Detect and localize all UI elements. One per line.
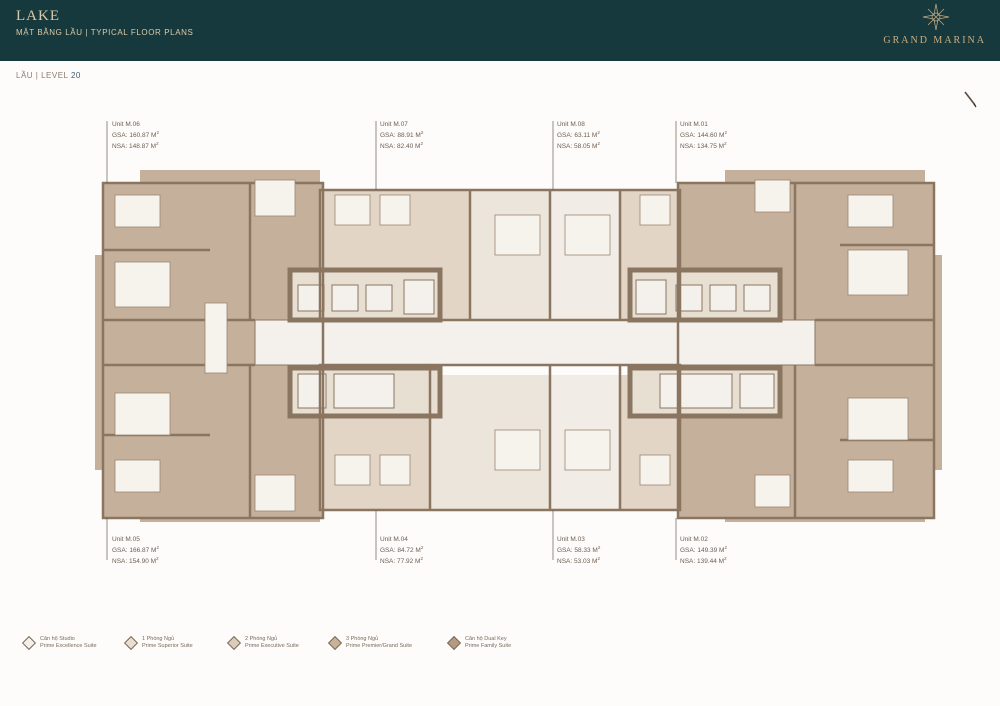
unit-gsa: GSA: 84.72 M — [380, 547, 421, 555]
legend-vi: 1 Phòng Ngủ — [142, 636, 175, 642]
floor-plan-subtitle: MẶT BẰNG LẦU | TYPICAL FLOOR PLANS — [16, 28, 194, 37]
unit-leader-lines — [106, 121, 677, 560]
unit-name: Unit M.05 — [112, 536, 140, 543]
unit-label-m03: Unit M.03 GSA: 58.33 M2 NSA: 53.03 M2 — [557, 536, 601, 566]
unit-name: Unit M.07 — [380, 121, 408, 128]
legend-vi: Căn hộ Studio — [40, 636, 75, 642]
legend-swatch — [446, 635, 462, 651]
unit-name: Unit M.08 — [557, 121, 585, 128]
unit-gsa: GSA: 160.87 M — [112, 132, 157, 140]
unit-label-m04: Unit M.04 GSA: 84.72 M2 NSA: 77.92 M2 — [380, 536, 424, 566]
interior-walls — [101, 181, 936, 520]
unit-nsa: NSA: 148.87 M — [112, 143, 157, 151]
unit-label-m07: Unit M.07 GSA: 88.91 M2 NSA: 82.40 M2 — [380, 121, 424, 151]
furniture — [114, 179, 909, 512]
unit-name: Unit M.06 — [112, 121, 140, 128]
unit-gsa: GSA: 58.33 M — [557, 547, 598, 555]
unit-label-m06: Unit M.06 GSA: 160.87 M2 NSA: 148.87 M2 — [112, 121, 159, 151]
legend-swatch — [21, 635, 37, 651]
project-title: LAKE — [16, 8, 60, 24]
unit-label-m02: Unit M.02 GSA: 149.39 M2 NSA: 139.44 M2 — [680, 536, 727, 566]
legend-en: Prime Family Suite — [465, 643, 512, 649]
unit-name: Unit M.04 — [380, 536, 408, 543]
unit-gsa: GSA: 149.39 M — [680, 547, 725, 555]
unit-gsa: GSA: 88.91 M — [380, 132, 421, 140]
unit-nsa: NSA: 139.44 M — [680, 558, 725, 566]
level-indicator: LẦU | LEVEL 20 — [16, 71, 81, 80]
legend-en: Prime Premier/Grand Suite — [346, 643, 413, 649]
unit-nsa: NSA: 82.40 M — [380, 143, 421, 151]
pen-icon — [964, 91, 977, 108]
unit-name: Unit M.01 — [680, 121, 708, 128]
legend-vi: 3 Phòng Ngủ — [346, 636, 379, 642]
unit-name: Unit M.02 — [680, 536, 708, 543]
legend-swatch — [327, 635, 343, 651]
legend-swatch — [123, 635, 139, 651]
unit-label-m05: Unit M.05 GSA: 166.87 M2 NSA: 154.90 M2 — [112, 536, 159, 566]
level-number: 20 — [70, 71, 81, 80]
unit-nsa: NSA: 134.75 M — [680, 143, 725, 151]
unit-gsa: GSA: 63.11 M — [557, 132, 598, 140]
legend-en: Prime Excellence Suite — [40, 643, 97, 649]
unit-label-m01: Unit M.01 GSA: 144.60 M2 NSA: 134.75 M2 — [680, 121, 727, 151]
legend-en: Prime Executive Suite — [245, 643, 299, 649]
unit-nsa: NSA: 77.92 M — [380, 558, 421, 566]
legend-swatch — [226, 635, 242, 651]
brand-name: GRAND MARINA — [883, 35, 986, 46]
corridor — [255, 320, 815, 365]
unit-gsa: GSA: 144.60 M — [680, 132, 725, 140]
unit-name: Unit M.03 — [557, 536, 585, 543]
header-bar: LAKE MẶT BẰNG LẦU | TYPICAL FLOOR PLANS … — [0, 0, 1000, 61]
compass-logo-icon — [922, 3, 950, 31]
unit-label-m08: Unit M.08 GSA: 63.11 M2 NSA: 58.05 M2 — [557, 121, 600, 151]
legend-vi: Căn hộ Dual Key — [465, 636, 507, 642]
legend-en: Prime Superior Suite — [142, 643, 193, 649]
unit-nsa: NSA: 53.03 M — [557, 558, 598, 566]
legend-vi: 2 Phòng Ngủ — [245, 636, 278, 642]
unit-nsa: NSA: 58.05 M — [557, 143, 598, 151]
unit-gsa: GSA: 166.87 M — [112, 547, 157, 555]
unit-nsa: NSA: 154.90 M — [112, 558, 157, 566]
level-prefix: LẦU | LEVEL — [16, 71, 69, 80]
